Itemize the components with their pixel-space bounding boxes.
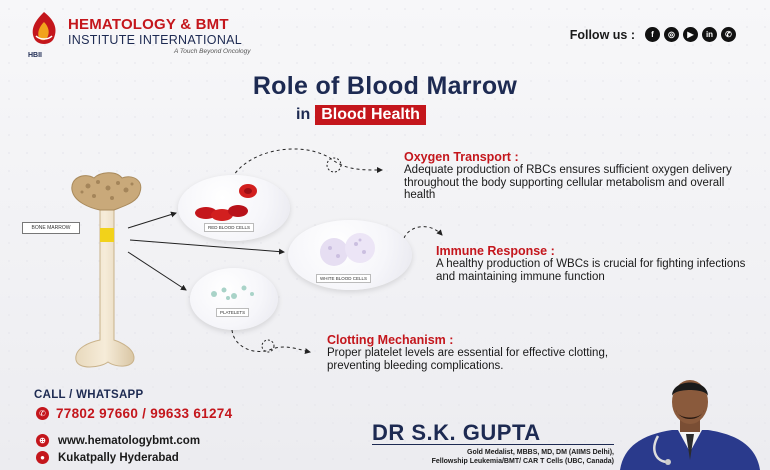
globe-icon: ⊕ <box>36 434 49 447</box>
oxygen-transport-block: Oxygen Transport : Adequate production o… <box>404 150 734 202</box>
location-text: Kukatpally Hyderabad <box>58 451 179 464</box>
subtitle-highlight: Blood Health <box>315 105 426 125</box>
location-pin-icon: ● <box>36 451 49 464</box>
bone-illustration <box>71 172 142 368</box>
red-blood-cells-icon <box>195 184 257 221</box>
white-blood-cells-icon <box>320 233 375 266</box>
wbc-circle: WHITE BLOOD CELLS <box>288 220 412 290</box>
platelets-circle: PLATELETS <box>190 268 278 330</box>
platelets-label: PLATELETS <box>216 308 250 317</box>
logo-short: HBII <box>28 52 42 59</box>
contact-block: CALL / WHATSAPP <box>34 389 144 401</box>
clotting-text: Proper platelet levels are essential for… <box>327 347 609 372</box>
rbc-label: RED BLOOD CELLS <box>204 223 255 232</box>
location-row: ● Kukatpally Hyderabad <box>36 451 179 464</box>
page-title: Role of Blood Marrow <box>252 72 518 100</box>
bone-marrow-label: BONE MARROW <box>22 222 80 234</box>
doctor-photo <box>620 380 760 470</box>
oxygen-heading: Oxygen Transport : <box>404 150 519 164</box>
immune-heading: Immune Response : <box>436 244 555 258</box>
facebook-icon[interactable]: f <box>645 27 660 42</box>
wbc-label: WHITE BLOOD CELLS <box>316 274 372 283</box>
arrow-to-rbc <box>127 211 177 229</box>
social-bar: Follow us : f ◎ ▶ in ✆ <box>570 27 736 42</box>
website-row[interactable]: ⊕ www.hematologybmt.com <box>36 434 200 447</box>
doctor-credentials: Gold Medalist, MBBS, MD, DM (AIIMS Delhi… <box>372 448 614 466</box>
brand-tagline: A Touch Beyond Oncology <box>174 48 251 55</box>
brand-subtitle: INSTITUTE INTERNATIONAL <box>68 33 243 47</box>
arrow-to-platelets <box>127 251 187 291</box>
page-subtitle: in Blood Health <box>296 105 426 125</box>
youtube-icon[interactable]: ▶ <box>683 27 698 42</box>
platelets-icon <box>211 285 254 300</box>
follow-label: Follow us : <box>569 27 635 42</box>
website-link[interactable]: www.hematologybmt.com <box>58 434 201 447</box>
phone-icon: ✆ <box>36 407 49 420</box>
immune-text: A healthy production of WBCs is crucial … <box>436 258 746 283</box>
arrow-loop-oxygen <box>326 157 342 173</box>
linkedin-icon[interactable]: in <box>702 27 717 42</box>
phone-number[interactable]: 77802 97660 / 99633 61274 <box>56 406 233 421</box>
institute-logo[interactable]: HBII HEMATOLOGY & BMT INSTITUTE INTERNAT… <box>24 10 264 62</box>
rbc-circle: RED BLOOD CELLS <box>178 175 290 241</box>
clotting-heading: Clotting Mechanism : <box>327 333 454 347</box>
arrow-plt-to-clotting <box>231 329 311 354</box>
whatsapp-icon[interactable]: ✆ <box>721 27 736 42</box>
clotting-mechanism-block: Clotting Mechanism : Proper platelet lev… <box>327 333 627 372</box>
arrow-rbc-to-oxygen <box>231 148 383 179</box>
doctor-name: DR S.K. GUPTA <box>372 420 541 445</box>
credentials-line1: Gold Medalist, MBBS, MD, DM (AIIMS Delhi… <box>467 449 614 456</box>
arrow-loop-clotting <box>261 339 275 353</box>
brand-title: HEMATOLOGY & BMT <box>68 16 229 33</box>
instagram-icon[interactable]: ◎ <box>664 27 679 42</box>
oxygen-text: Adequate production of RBCs ensures suff… <box>404 164 732 201</box>
credentials-line2: Fellowship Leukemia/BMT/ CAR T Cells (UB… <box>431 458 614 465</box>
doctor-divider <box>372 444 614 445</box>
subtitle-prefix: in <box>296 106 311 123</box>
arrow-to-wbc <box>129 239 285 255</box>
phone-row[interactable]: ✆ 77802 97660 / 99633 61274 <box>36 406 232 421</box>
immune-response-block: Immune Response : A healthy production o… <box>436 244 756 283</box>
flame-logo-icon <box>32 12 56 44</box>
call-label: CALL / WHATSAPP <box>34 389 144 401</box>
arrow-wbc-to-immune <box>403 226 443 239</box>
